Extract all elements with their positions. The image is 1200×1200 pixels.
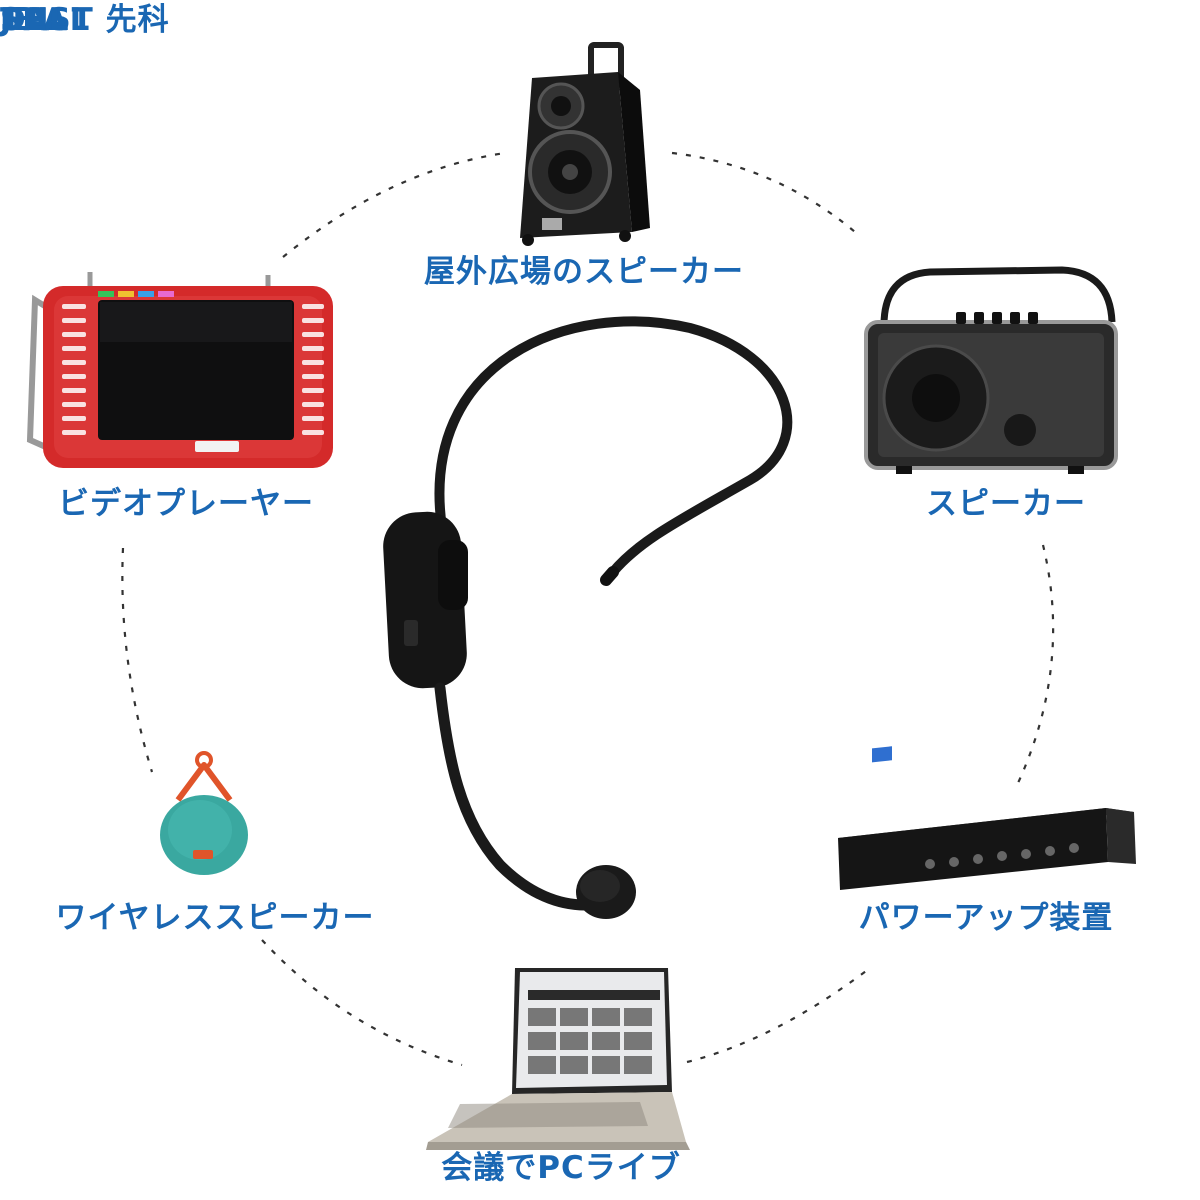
wireless-speaker-label: ワイヤレススピーカー (55, 900, 375, 936)
ring-segment-top-right (671, 151, 856, 233)
dashed-ring (121, 151, 1055, 1067)
video-player-brand: SAST 先科 (0, 2, 170, 38)
rack-amplifier-icon (838, 746, 1136, 890)
outdoor-speaker-label: 屋外広場のスピーカー (424, 254, 744, 290)
ring-segment-right (1016, 544, 1055, 784)
pc-label: 会議でPCライブ (441, 1150, 681, 1186)
trolley-speaker-icon (520, 42, 650, 246)
portable-speaker-icon (864, 266, 1118, 474)
ring-segment-left (121, 547, 154, 773)
laptop-icon (426, 968, 690, 1150)
video-player-label: ビデオプレーヤー (58, 486, 314, 522)
ring-segment-bottom-right (686, 967, 871, 1064)
laptop-brand: DELL (0, 2, 91, 38)
portable-video-player-icon (26, 272, 333, 468)
wireless-speaker-brand: JBL (0, 2, 58, 38)
ring-segment-top-left (282, 151, 506, 258)
speaker-label: スピーカー (926, 486, 1086, 522)
ring-segment-bottom-left (261, 939, 463, 1067)
round-bluetooth-speaker-icon (160, 751, 248, 875)
power-amp-label: パワーアップ装置 (858, 900, 1114, 936)
wireless-headset-microphone-icon (383, 316, 793, 919)
power-amp-brand: TPA (0, 2, 69, 38)
